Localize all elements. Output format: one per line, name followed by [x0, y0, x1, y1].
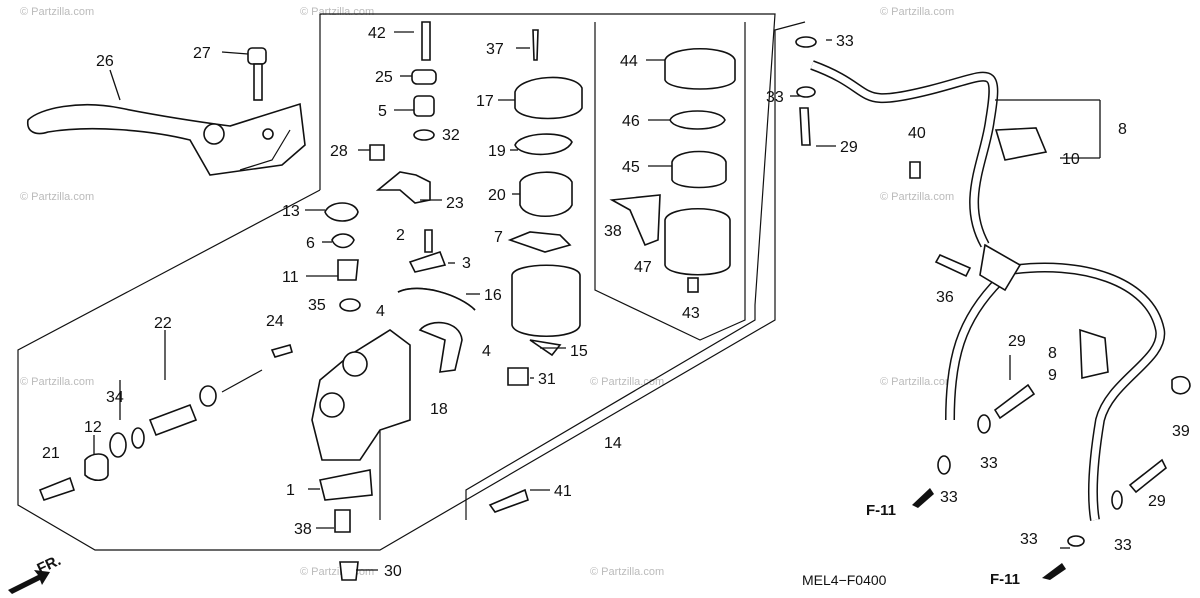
callout-27: 27	[193, 45, 211, 62]
callout-16: 16	[484, 287, 502, 304]
callout-33-lower-left: 33	[940, 489, 958, 506]
brake-hoses-part	[795, 36, 1191, 547]
master-cylinder-part	[311, 202, 529, 501]
callout-12: 12	[84, 419, 102, 436]
callout-26: 26	[96, 53, 114, 70]
leader-lines	[93, 31, 1101, 571]
callout-14: 14	[604, 435, 622, 452]
callout-30: 30	[384, 563, 402, 580]
watermark: © Partzilla.com	[880, 191, 954, 203]
watermark: © Partzilla.com	[20, 191, 94, 203]
callout-13: 13	[282, 203, 300, 220]
piston-parts	[38, 344, 529, 581]
callout-38-upper: 38	[604, 223, 622, 240]
callout-19: 19	[488, 143, 506, 160]
callouts: 26 27 42 25 5 32 28 23 13 6 2 3 11 35 4 …	[42, 25, 1190, 580]
callout-8-lower: 8	[1048, 345, 1057, 362]
reference-f11-lower: F-11	[990, 571, 1020, 588]
f11-arrow-icons	[912, 488, 1066, 580]
watermark: © Partzilla.com	[590, 566, 664, 578]
callout-22: 22	[154, 315, 172, 332]
callout-23: 23	[446, 195, 464, 212]
callout-25: 25	[375, 69, 393, 86]
callout-3: 3	[462, 255, 471, 272]
callout-44: 44	[620, 53, 638, 70]
callout-18: 18	[430, 401, 448, 418]
callout-33-bottom-left: 33	[1020, 531, 1038, 548]
callout-7: 7	[494, 229, 503, 246]
callout-29-upper: 29	[840, 139, 858, 156]
callout-41: 41	[554, 483, 572, 500]
callout-40: 40	[908, 125, 926, 142]
reference-f11-upper: F-11	[866, 502, 896, 519]
callout-43: 43	[682, 305, 700, 322]
callout-47: 47	[634, 259, 652, 276]
callout-8-upper: 8	[1118, 121, 1127, 138]
callout-34: 34	[106, 389, 124, 406]
callout-15: 15	[570, 343, 588, 360]
callout-11: 11	[282, 269, 299, 286]
watermark: © Partzilla.com	[590, 376, 664, 388]
callout-29-lower: 29	[1148, 493, 1166, 510]
callout-24: 24	[266, 313, 284, 330]
reservoir-stack-part	[369, 21, 736, 357]
callout-4-lower: 4	[482, 343, 491, 360]
callout-33-upper: 33	[766, 89, 784, 106]
watermark: © Partzilla.com	[20, 376, 94, 388]
diagram-code: MEL4−F0400	[802, 572, 887, 588]
assembly-outlines	[17, 13, 806, 551]
callout-28: 28	[330, 143, 348, 160]
callout-20: 20	[488, 187, 506, 204]
callout-4-upper: 4	[376, 303, 385, 320]
callout-2: 2	[396, 227, 405, 244]
callout-37: 37	[486, 41, 504, 58]
watermark: © Partzilla.com	[300, 566, 374, 578]
callout-1: 1	[286, 482, 295, 499]
watermark: © Partzilla.com	[880, 6, 954, 18]
pivot-bolt-part	[247, 47, 267, 101]
watermark: © Partzilla.com	[20, 6, 94, 18]
direction-label: FR.	[35, 552, 64, 578]
callout-9: 9	[1048, 367, 1057, 384]
callout-45: 45	[622, 159, 640, 176]
callout-32: 32	[442, 127, 460, 144]
callout-33-bottom-right: 33	[1114, 537, 1132, 554]
callout-10: 10	[1062, 151, 1080, 168]
callout-6: 6	[306, 235, 315, 252]
callout-31: 31	[538, 371, 556, 388]
callout-35: 35	[308, 297, 326, 314]
callout-33-top: 33	[836, 33, 854, 50]
watermark: © Partzilla.com	[300, 6, 374, 18]
callout-38-lower: 38	[294, 521, 312, 538]
callout-46: 46	[622, 113, 640, 130]
front-direction-icon	[8, 570, 50, 594]
callout-21: 21	[42, 445, 60, 462]
watermarks: © Partzilla.com © Partzilla.com © Partzi…	[20, 6, 954, 578]
callout-42: 42	[368, 25, 386, 42]
brake-lever-part	[26, 102, 306, 176]
callout-17: 17	[476, 93, 494, 110]
callout-5: 5	[378, 103, 387, 120]
watermark: © Partzilla.com	[880, 376, 954, 388]
callout-29-middle: 29	[1008, 333, 1026, 350]
callout-39: 39	[1172, 423, 1190, 440]
callout-36: 36	[936, 289, 954, 306]
callout-33-middle: 33	[980, 455, 998, 472]
